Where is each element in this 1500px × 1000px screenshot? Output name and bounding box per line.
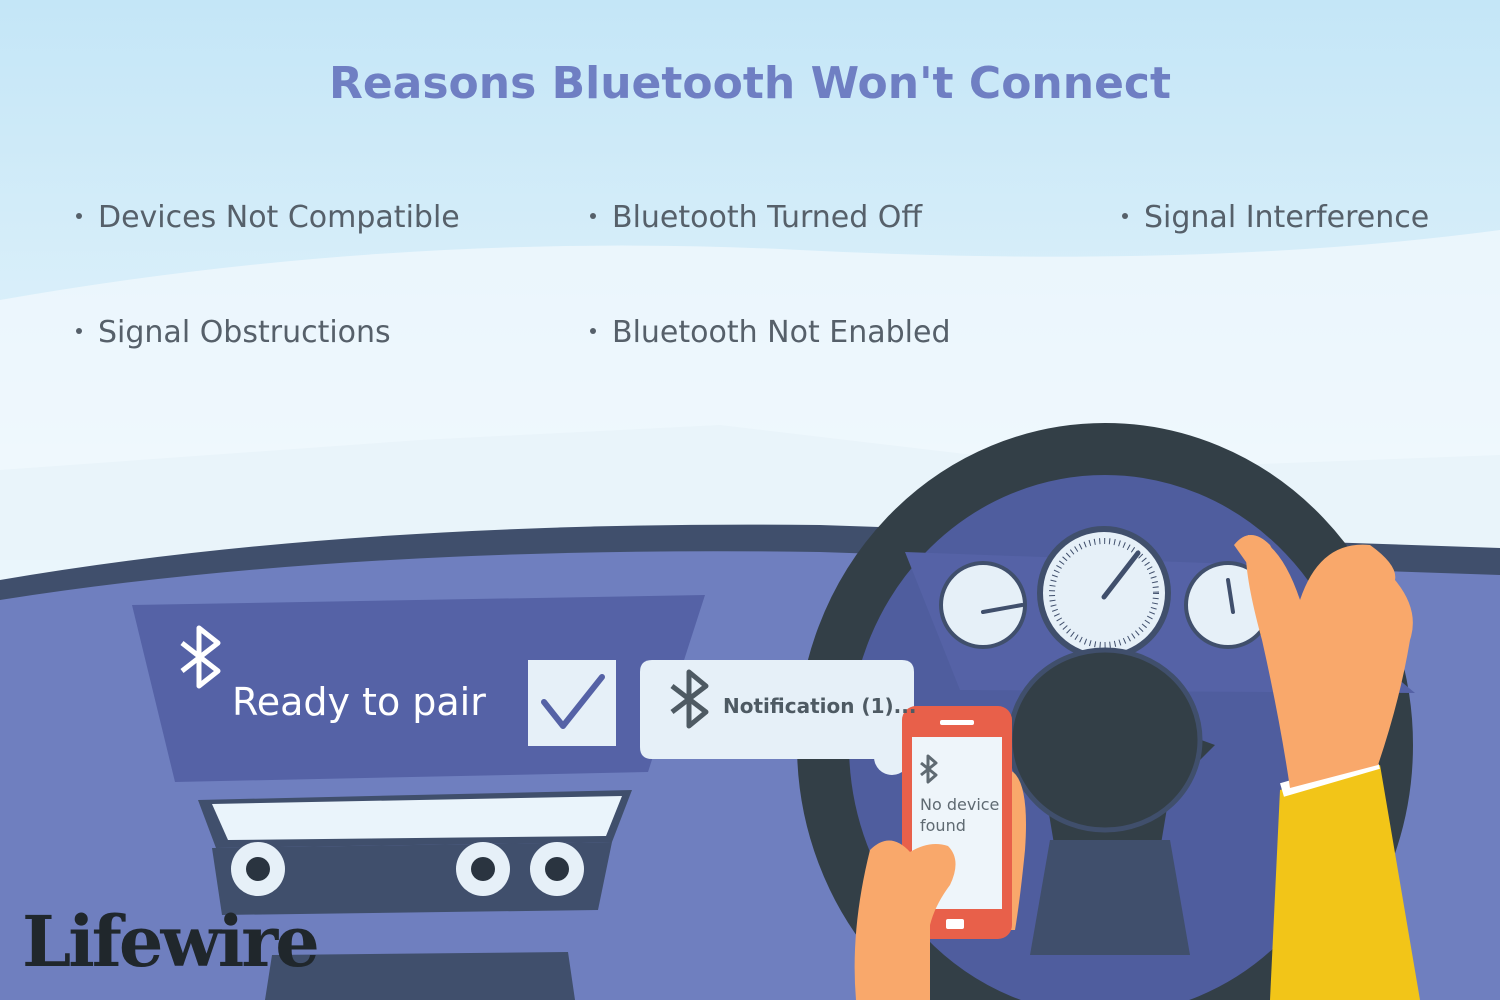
bullet-icon [590,327,596,334]
vent-slot [212,796,622,840]
bullet-icon [76,327,82,334]
bullet-icon [76,212,82,219]
bluetooth-icon [180,625,221,689]
brand-logo: Lifewire [22,900,320,983]
reason-label: Devices Not Compatible [98,200,460,235]
phone-home-button [946,919,964,929]
notification-text: Notification (1)... [723,694,917,718]
bullet-icon [1122,212,1128,219]
reason-label: Signal Interference [1144,200,1430,235]
radio-panel [212,842,612,915]
knob-middle-center [471,857,495,881]
steering-wheel-bottom-spoke [1030,840,1190,955]
reason-item: Signal Obstructions [76,315,391,350]
phone-bluetooth-icon [920,754,938,784]
notification-bluetooth-icon [670,669,709,729]
phone-message: No device found [920,794,1010,836]
phone-message-line: found [920,816,966,835]
phone-speaker [940,720,974,725]
reason-item: Bluetooth Not Enabled [590,315,951,350]
phone-message-line: No device [920,795,1000,814]
reason-label: Bluetooth Turned Off [612,200,923,235]
gauge-left-needle [981,603,1024,614]
steering-wheel-hub [1007,647,1203,833]
page-title: Reasons Bluetooth Won't Connect [328,58,1172,109]
pair-status-text: Ready to pair [232,680,486,724]
notification-card [640,660,914,759]
gauge-center-needle [1101,550,1141,600]
gauge-right-needle [1226,578,1235,614]
reason-item: Signal Interference [1122,200,1429,235]
checkmark-icon [541,674,605,729]
left-hand [854,840,956,1000]
reason-label: Signal Obstructions [98,315,391,350]
reason-label: Bluetooth Not Enabled [612,315,951,350]
knob-left-center [246,857,270,881]
sleeve [1270,765,1420,1000]
reason-item: Devices Not Compatible [76,200,460,235]
gauge-center-ticks [1049,538,1159,648]
knob-right-center [545,857,569,881]
gauge-left [939,561,1027,649]
notification-card-tail [874,739,910,775]
reason-item: Bluetooth Turned Off [590,200,922,235]
lower-console [265,952,575,1000]
right-thumb [1234,535,1300,610]
bullet-icon [590,212,596,219]
